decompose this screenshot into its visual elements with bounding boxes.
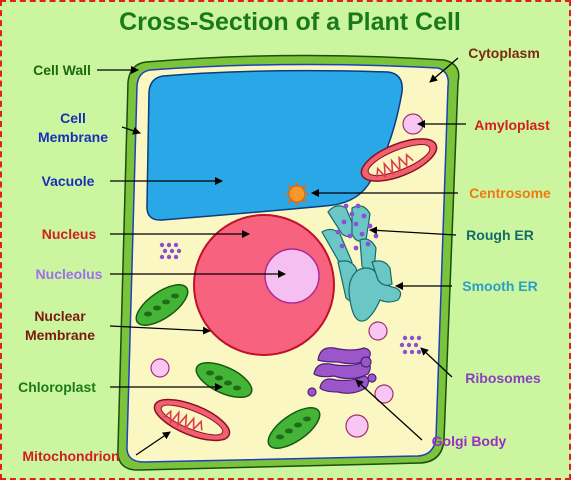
label-centrosome: Centrosome <box>469 185 551 201</box>
centrosome <box>285 182 309 206</box>
vesicle <box>345 414 369 438</box>
arrow-mitochondrion <box>135 431 171 456</box>
label-arrows <box>97 57 466 456</box>
arrow-cell-membrane <box>121 126 141 135</box>
label-nuclear-membrane-line1: Nuclear <box>34 308 86 324</box>
arrow-ribosomes <box>420 347 453 378</box>
label-nucleolus: Nucleolus <box>36 266 103 282</box>
arrow-rough-er <box>369 226 457 236</box>
label-vacuole: Vacuole <box>42 173 95 189</box>
vesicle <box>368 321 388 341</box>
label-amyloplast: Amyloplast <box>474 117 550 133</box>
label-rough-er: Rough ER <box>466 227 534 243</box>
label-golgi-body: Golgi Body <box>432 433 507 449</box>
label-smooth-er: Smooth ER <box>462 278 537 294</box>
label-cell-membrane-line1: Cell <box>60 110 86 126</box>
golgi-body <box>307 347 377 397</box>
vesicle <box>150 358 170 378</box>
label-ribosomes: Ribosomes <box>465 370 541 386</box>
vacuole <box>146 69 403 221</box>
arrow-nuclear-membrane <box>109 325 211 335</box>
label-chloroplast: Chloroplast <box>18 379 96 395</box>
chloroplast-2 <box>195 361 253 399</box>
nucleolus <box>264 248 320 304</box>
label-cell-wall: Cell Wall <box>33 62 91 78</box>
label-mitochondrion: Mitochondrion <box>22 448 119 464</box>
chloroplast-1 <box>135 284 189 326</box>
label-cell-membrane-line2: Membrane <box>38 129 108 145</box>
vesicle <box>374 384 394 404</box>
chloroplast-3 <box>267 407 321 449</box>
arrow-cytoplasm <box>429 57 459 83</box>
smooth-er <box>348 260 402 322</box>
label-nucleus: Nucleus <box>42 226 97 242</box>
label-nuclear-membrane-line2: Membrane <box>25 327 95 343</box>
ribosomes-right <box>399 335 422 355</box>
mitochondrion-bottom <box>153 398 231 442</box>
diagram-title: Cross-Section of a Plant Cell <box>119 8 461 36</box>
label-cytoplasm: Cytoplasm <box>468 45 540 61</box>
ribosomes-left <box>159 242 182 260</box>
mitochondrion-top <box>360 138 438 182</box>
arrow-golgi-body <box>355 379 423 441</box>
